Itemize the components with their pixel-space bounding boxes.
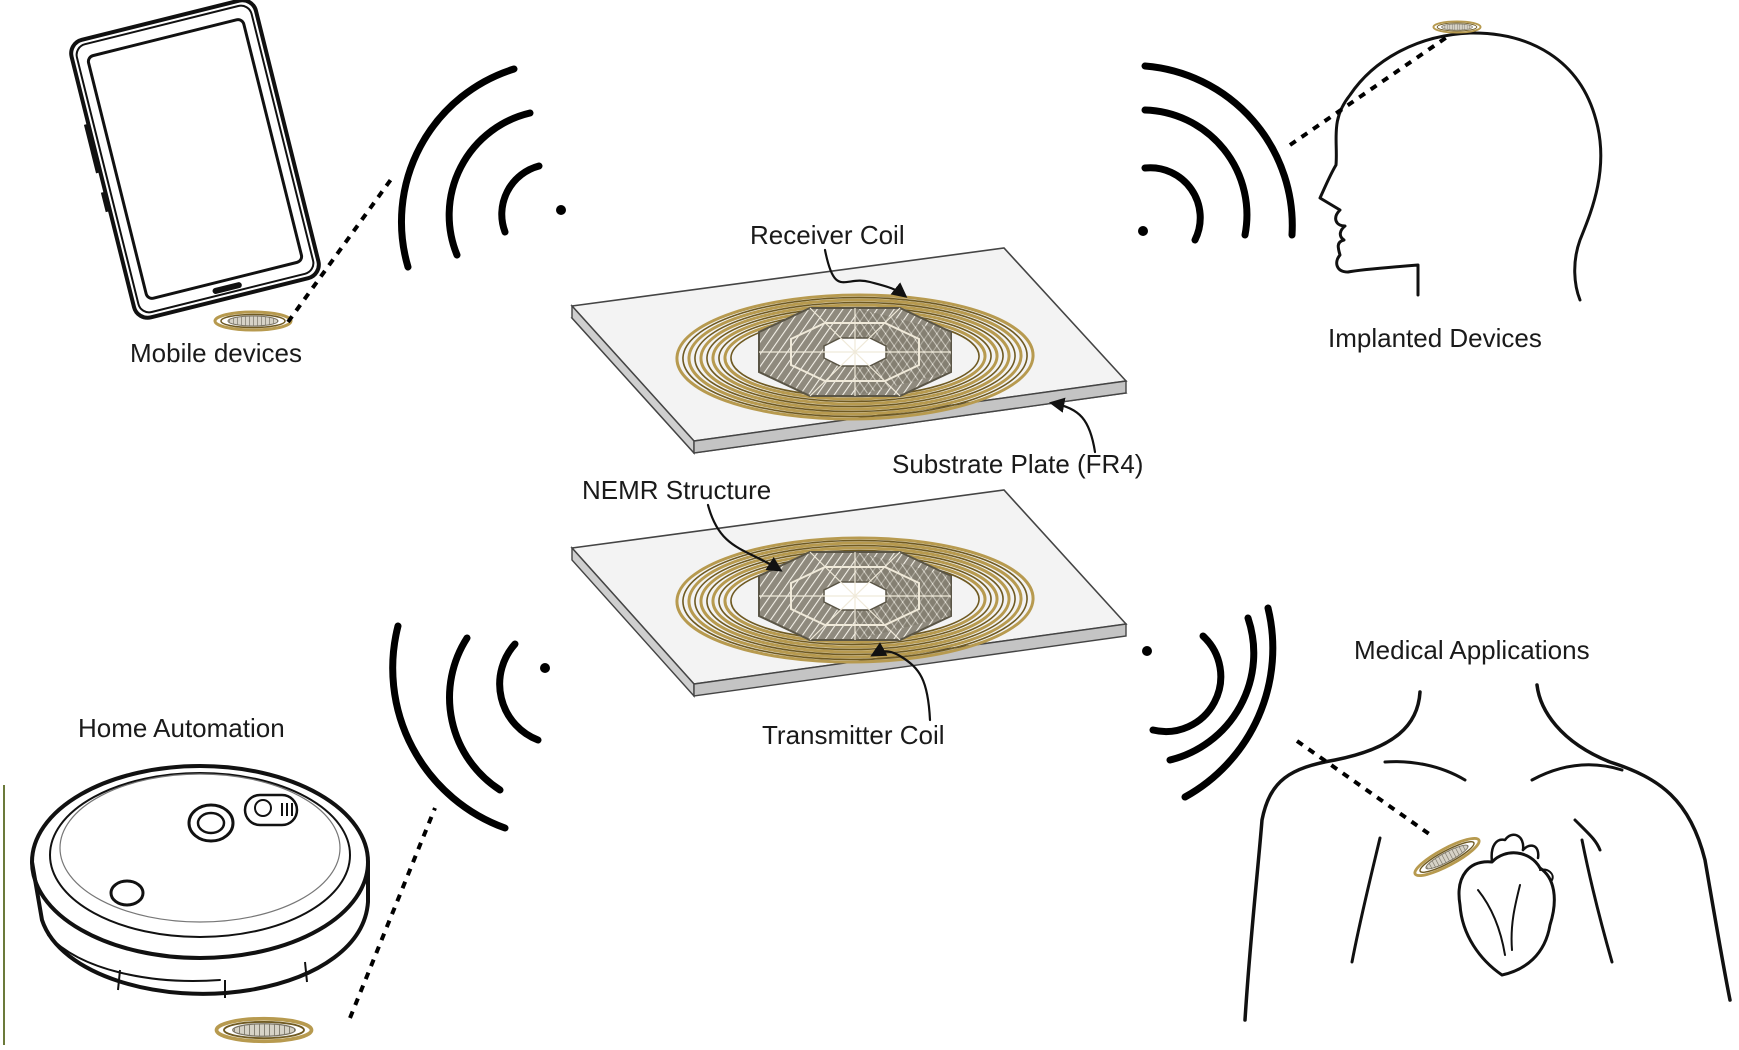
home-label: Home Automation [78,713,285,743]
substrate-leader [1048,397,1097,454]
transmitter-nemr [758,551,952,641]
receiver-nemr [758,307,952,397]
mobile-dashed-link [286,176,394,324]
heart-icon [1457,833,1556,977]
implanted-label: Implanted Devices [1328,323,1542,353]
wave-bottom-right [1142,604,1277,801]
medical-dashed-link [1295,739,1434,838]
substrate-label: Substrate Plate (FR4) [892,449,1143,479]
receiver-plate [570,247,1128,455]
transmitter-plate [570,489,1128,698]
wave-top-left [398,65,566,271]
torso-icon [1243,683,1732,1022]
medical-coil-icon [1409,831,1485,883]
transmitter-coil-label: Transmitter Coil [762,720,945,750]
home-dashed-link [348,807,437,1019]
nemr-label: NEMR Structure [582,475,771,505]
wave-bottom-left [389,622,550,832]
transmitter-coil-leader [870,642,932,722]
robot-vacuum-icon [30,764,370,998]
receiver-coil-label: Receiver Coil [750,220,905,250]
mobile-label: Mobile devices [130,338,302,368]
home-coil-icon [214,1016,314,1044]
phone-icon [69,0,321,320]
mobile-coil-icon [213,310,293,332]
medical-label: Medical Applications [1354,635,1590,665]
implant-dashed-link [1288,35,1449,147]
nemr-leader [706,503,783,572]
receiver-coil-leader [823,248,908,298]
wave-top-right [1138,62,1296,244]
head-icon [1318,31,1603,302]
implant-coil-icon [1432,20,1482,34]
